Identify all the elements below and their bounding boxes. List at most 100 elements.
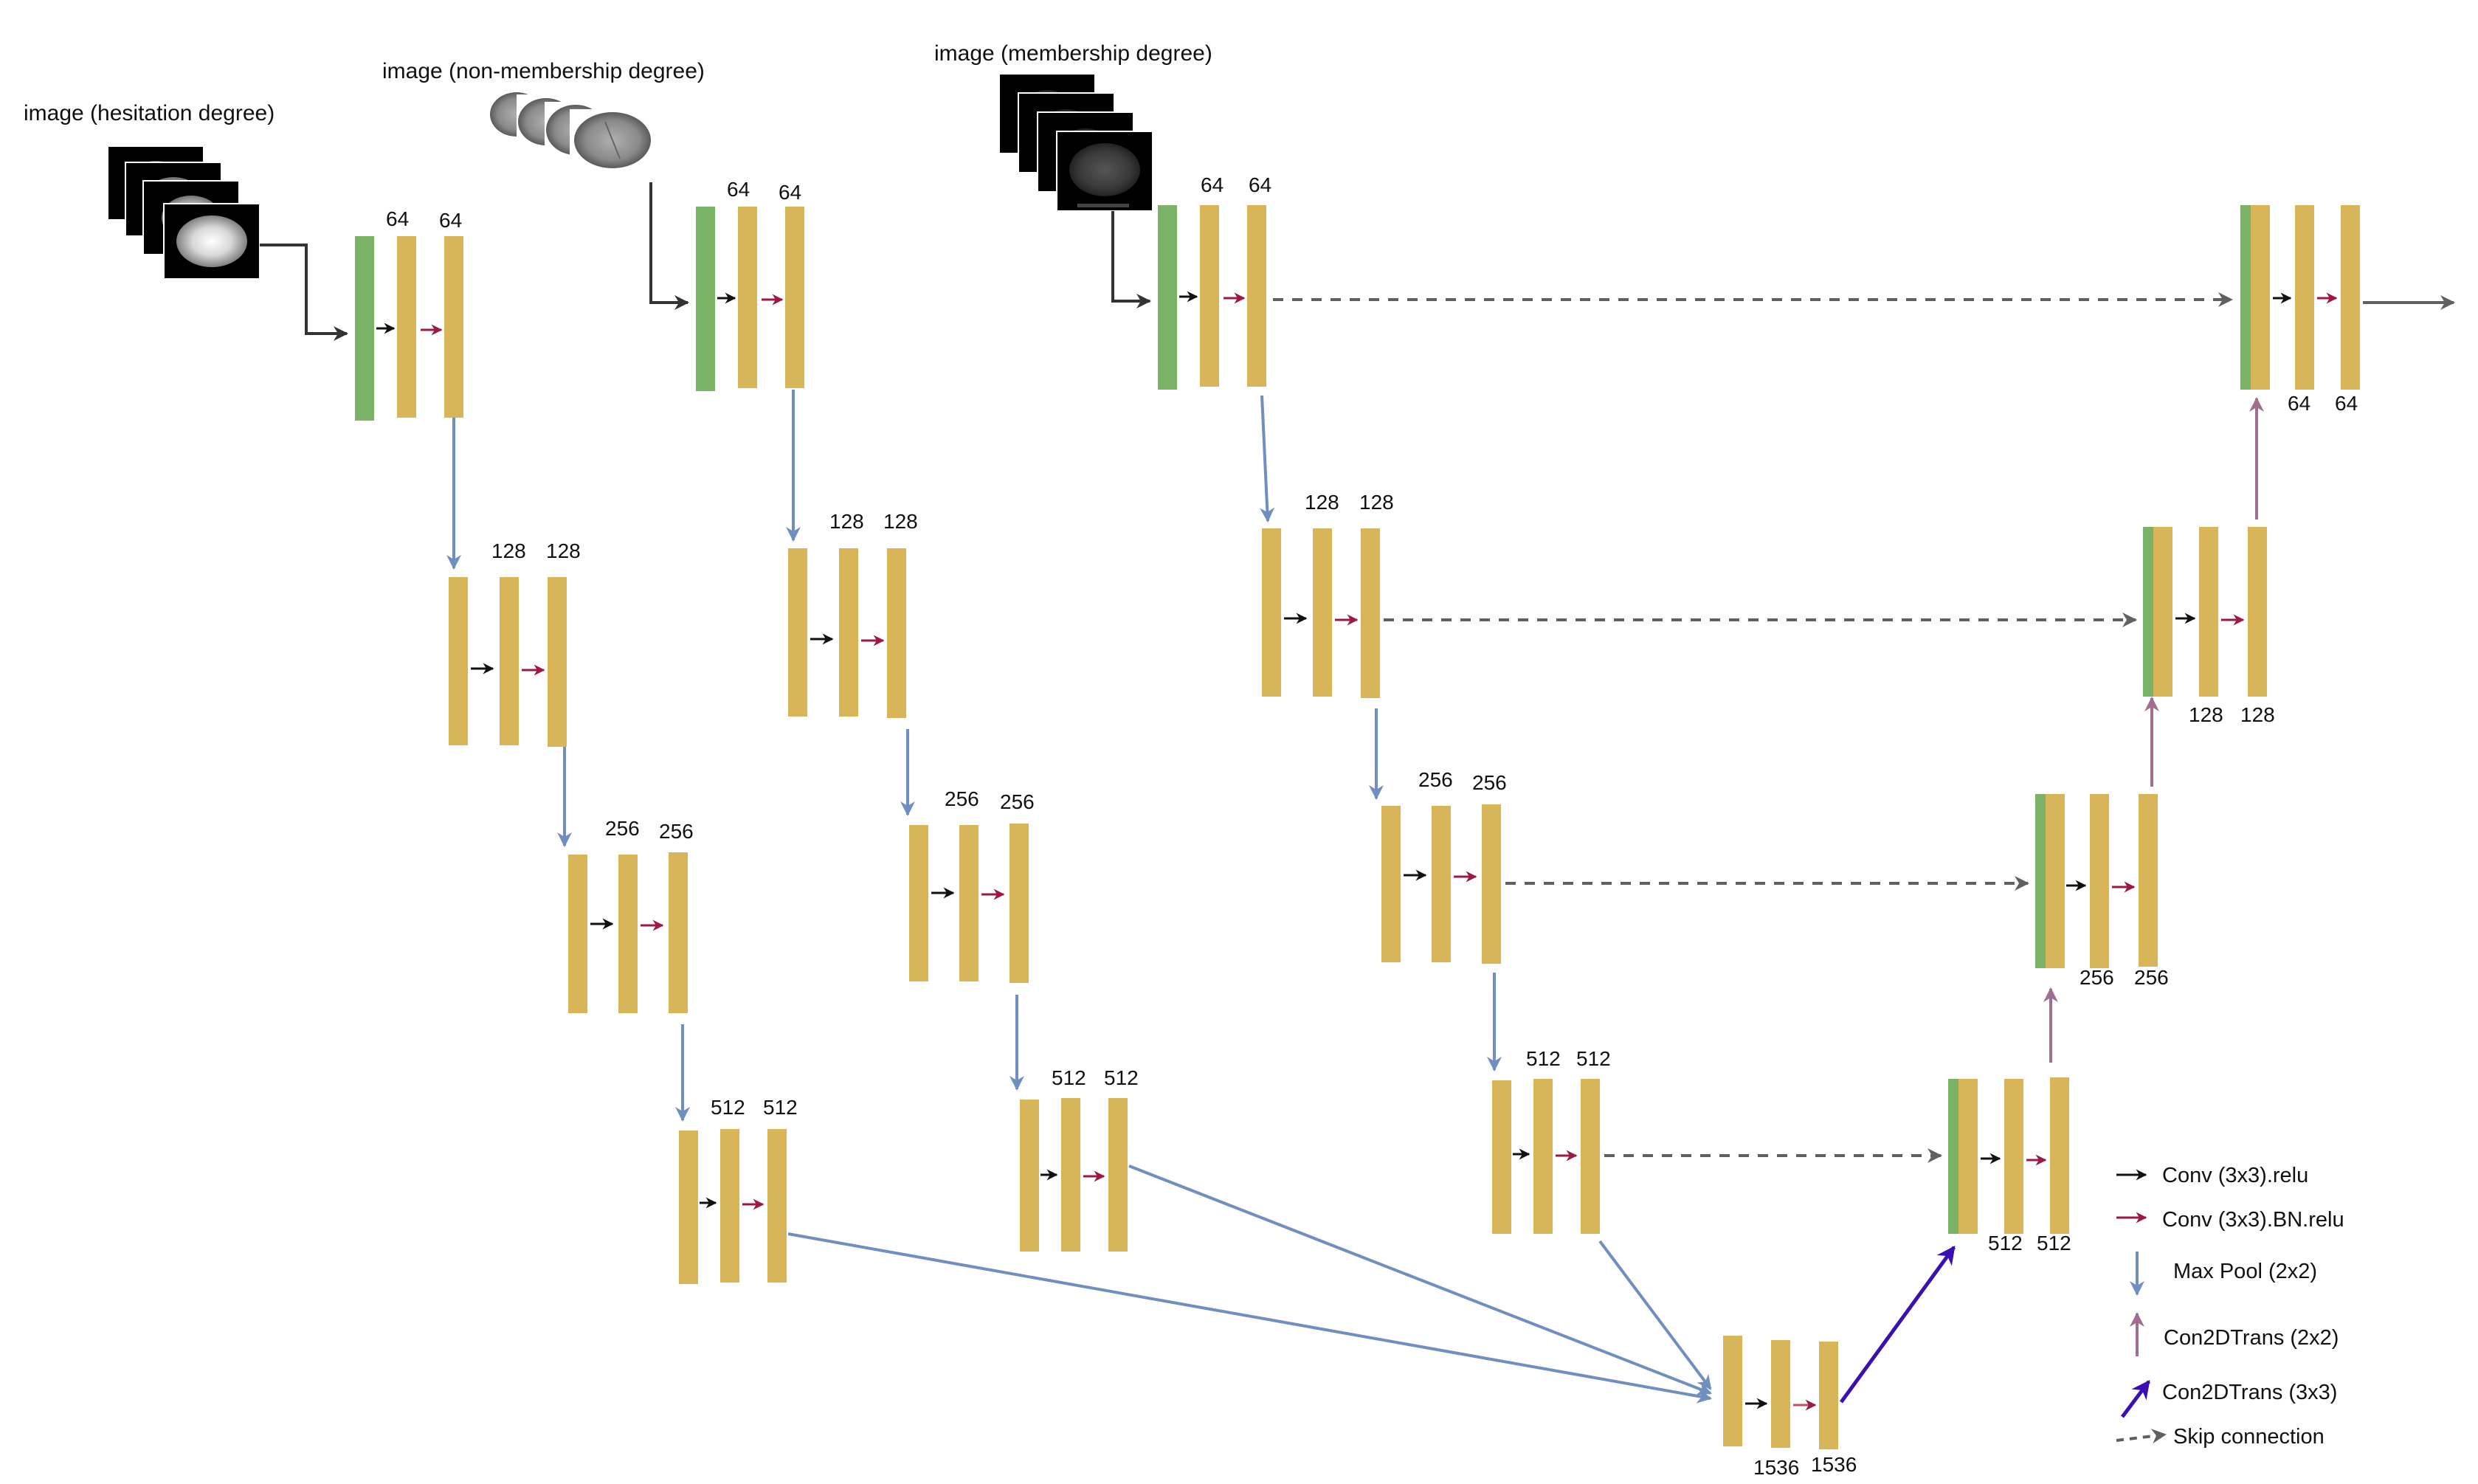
legend-skip-arrow xyxy=(2116,1429,2167,1444)
input-map xyxy=(2143,527,2153,697)
feature-map xyxy=(1771,1340,1790,1448)
channel-label: 128 xyxy=(491,539,526,562)
feature-map xyxy=(2199,527,2218,697)
feature-map xyxy=(500,577,519,745)
input-membership-stack xyxy=(998,73,1153,212)
channel-label: 128 xyxy=(1305,491,1339,514)
feature-map xyxy=(738,207,757,388)
input-hesitation-label: image (hesitation degree) xyxy=(24,101,275,125)
feature-map xyxy=(1432,806,1451,962)
feature-map xyxy=(2248,527,2267,697)
channel-label: 512 xyxy=(2037,1232,2071,1255)
channel-label: 128 xyxy=(2189,703,2223,726)
channel-label: 64 xyxy=(1201,173,1224,196)
bottleneck: 1536 1536 xyxy=(1723,1336,1857,1479)
feature-map xyxy=(1262,528,1281,697)
channel-label: 256 xyxy=(1418,768,1453,791)
input-map xyxy=(696,207,715,391)
feature-map xyxy=(1061,1098,1080,1252)
channel-label: 1536 xyxy=(1753,1456,1799,1479)
feature-map xyxy=(568,855,587,1013)
conv2dtrans-3x3-arrow xyxy=(1839,1245,1956,1404)
feature-map xyxy=(1533,1079,1553,1234)
feature-map xyxy=(548,577,567,747)
input-arrow-membership xyxy=(1111,211,1151,308)
feature-map xyxy=(1958,1079,1978,1234)
input-non-membership-label: image (non-membership degree) xyxy=(382,59,705,83)
max-pool-arrow-to-bottleneck xyxy=(787,1232,1712,1404)
encoder-hesitation: 64 64 128 128 256 256 512 512 xyxy=(355,207,798,1284)
channel-label: 64 xyxy=(2335,392,2358,415)
encoder-non-membership: 64 64 128 128 256 256 512 512 xyxy=(696,178,1139,1252)
channel-label: 256 xyxy=(659,820,694,843)
feature-map xyxy=(1492,1080,1511,1234)
legend-max-pool-label: Max Pool (2x2) xyxy=(2173,1260,2317,1283)
feature-map xyxy=(788,548,807,717)
feature-map xyxy=(1010,824,1029,983)
feature-map xyxy=(887,548,906,718)
feature-map xyxy=(397,236,416,418)
feature-map xyxy=(2153,527,2172,697)
channel-label: 256 xyxy=(605,817,640,840)
feature-map xyxy=(1381,806,1401,962)
input-arrow-hesitation xyxy=(260,244,348,341)
feature-map xyxy=(785,207,804,388)
channel-label: 64 xyxy=(2288,392,2310,415)
feature-map xyxy=(767,1129,787,1283)
input-hesitation-stack xyxy=(107,145,260,280)
decoder: 512 512 256 256 128 128 64 64 xyxy=(1948,205,2455,1255)
input-membership-label: image (membership degree) xyxy=(934,41,1212,66)
input-non-membership-stack xyxy=(489,89,666,168)
feature-map xyxy=(2295,205,2314,390)
legend: Conv (3x3).relu Conv (3x3).BN.relu Max P… xyxy=(2116,1164,2344,1449)
feature-map xyxy=(1482,804,1501,964)
channel-label: 1536 xyxy=(1811,1453,1857,1476)
feature-map xyxy=(2090,794,2109,968)
feature-map xyxy=(1819,1342,1838,1449)
channel-label: 128 xyxy=(829,510,864,533)
max-pool-arrow-to-bottleneck xyxy=(1598,1240,1712,1390)
channel-label: 256 xyxy=(2134,966,2169,989)
feature-map xyxy=(1581,1079,1600,1234)
channel-label: 128 xyxy=(2240,703,2275,726)
channel-label: 512 xyxy=(711,1096,745,1119)
feature-map xyxy=(959,825,979,981)
legend-conv2dtrans-3x3-label: Con2DTrans (3x3) xyxy=(2162,1381,2337,1404)
feature-map xyxy=(2004,1079,2023,1234)
input-map xyxy=(2035,794,2046,968)
legend-skip-label: Skip connection xyxy=(2173,1425,2325,1449)
feature-map xyxy=(1247,205,1266,387)
feature-map xyxy=(618,855,638,1013)
max-pool-arrow-to-bottleneck xyxy=(1128,1164,1712,1395)
channel-label: 64 xyxy=(779,181,801,204)
feature-map xyxy=(720,1129,739,1283)
feature-map xyxy=(679,1131,698,1284)
feature-map xyxy=(2050,1077,2069,1234)
channel-label: 64 xyxy=(727,178,750,201)
input-map xyxy=(1158,205,1177,390)
legend-conv2dtrans-2x2-label: Con2DTrans (2x2) xyxy=(2164,1326,2339,1350)
channel-label: 256 xyxy=(1472,771,1507,794)
feature-map xyxy=(2251,205,2270,390)
channel-label: 512 xyxy=(1526,1047,1561,1070)
channel-label: 256 xyxy=(945,787,979,810)
channel-label: 64 xyxy=(386,207,409,230)
feature-map xyxy=(2046,794,2065,968)
feature-map xyxy=(2139,794,2158,967)
input-map xyxy=(355,236,374,421)
legend-conv-relu-label: Conv (3x3).relu xyxy=(2162,1164,2308,1187)
input-map xyxy=(1948,1079,1958,1234)
channel-label: 64 xyxy=(439,209,462,232)
channel-label: 512 xyxy=(1988,1232,2023,1255)
feature-map xyxy=(449,577,468,745)
feature-map xyxy=(1020,1100,1039,1252)
input-map xyxy=(2240,205,2251,390)
feature-map xyxy=(1361,528,1380,698)
channel-label: 256 xyxy=(2080,966,2114,989)
feature-map xyxy=(1200,205,1219,387)
legend-conv-bn-relu-label: Conv (3x3).BN.relu xyxy=(2162,1208,2344,1232)
channel-label: 128 xyxy=(883,510,918,533)
channel-label: 128 xyxy=(546,539,581,562)
feature-map xyxy=(1108,1098,1128,1252)
channel-label: 256 xyxy=(1000,790,1035,813)
